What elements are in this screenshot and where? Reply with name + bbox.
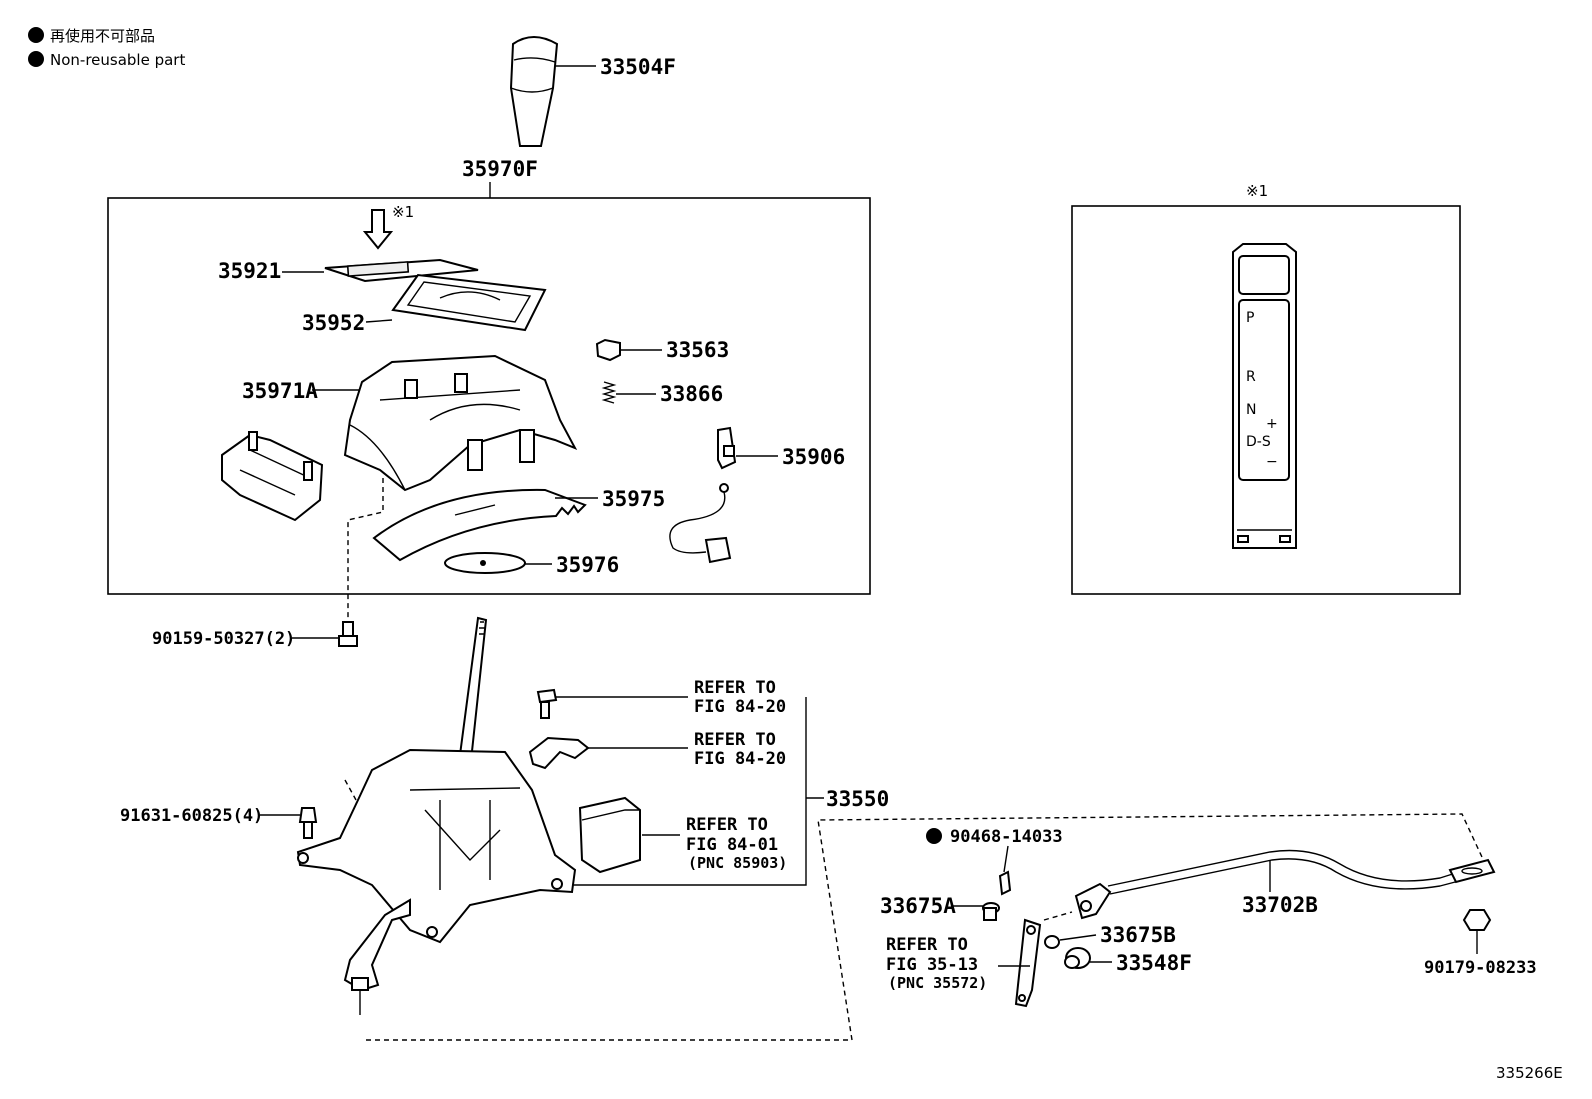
- clip-90468: [998, 870, 1012, 896]
- pin-33675A: [982, 902, 1000, 921]
- switch-bracket: [717, 426, 737, 470]
- shift-arm: [1014, 918, 1042, 1008]
- part-90179: 90179-08233: [1424, 958, 1537, 978]
- part-35976: 35976: [556, 553, 619, 577]
- part-35906: 35906: [782, 445, 845, 469]
- screw-ref1: [536, 688, 558, 719]
- note-mark-arrow: ※1: [392, 203, 414, 221]
- view-arrow: [362, 209, 394, 250]
- bracket-ref2: [528, 736, 590, 770]
- legend-jp: 再使用不可部品: [50, 27, 155, 45]
- ref1-line1: REFER TO: [694, 678, 776, 698]
- ref1-line2: FIG 84-20: [694, 697, 786, 717]
- non-reusable-dot-icon: [28, 27, 44, 43]
- ref3-line2: FIG 84-01: [686, 835, 778, 855]
- gear-r: R: [1246, 369, 1256, 385]
- non-reusable-dot-icon: [28, 51, 44, 67]
- switch-harness: [669, 483, 732, 564]
- gear-plus: +: [1266, 416, 1278, 432]
- ref3-line3: (PNC 85903): [688, 854, 787, 872]
- ref2-line1: REFER TO: [694, 730, 776, 750]
- part-35975: 35975: [602, 487, 665, 511]
- part-33548F: 33548F: [1116, 951, 1192, 975]
- part-33504F: 33504F: [600, 55, 676, 79]
- ref4-line1: REFER TO: [886, 935, 968, 955]
- gear-ds: D-S: [1246, 434, 1271, 450]
- part-35971A: 35971A: [242, 379, 318, 403]
- control-module: [578, 796, 641, 874]
- bezel: [391, 273, 547, 332]
- seal-disc: [444, 552, 526, 574]
- shift-lever-assy: [296, 616, 577, 1015]
- spring: [601, 381, 617, 404]
- gear-minus: −: [1266, 454, 1278, 470]
- ref4-line3: (PNC 35572): [888, 974, 987, 992]
- slide-plate: [372, 488, 587, 562]
- non-reusable-dot-icon: [926, 828, 942, 844]
- indicator-plate-detail: [1232, 243, 1297, 549]
- legend: 再使用不可部品 Non-reusable part: [28, 27, 185, 69]
- down-arrow-icon: [362, 209, 394, 250]
- lock-button: [595, 338, 621, 362]
- legend-en: Non-reusable part: [50, 51, 185, 69]
- part-33550: 33550: [826, 787, 889, 811]
- part-35921: 35921: [218, 259, 281, 283]
- bushing-33548F: [1064, 947, 1091, 969]
- gear-n: N: [1246, 402, 1256, 418]
- part-33866: 33866: [660, 382, 723, 406]
- shift-knob: [509, 36, 596, 147]
- bolt-91631: [298, 807, 318, 839]
- part-33702B: 33702B: [1242, 893, 1318, 917]
- gear-p: P: [1246, 310, 1254, 326]
- ref2-line2: FIG 84-20: [694, 749, 786, 769]
- washer-33675B: [1044, 935, 1060, 949]
- ref3-line1: REFER TO: [686, 815, 768, 835]
- side-cover: [221, 431, 324, 522]
- note-mark-inset: ※1: [1246, 182, 1268, 200]
- shift-housing: [343, 354, 578, 492]
- part-35952: 35952: [302, 311, 365, 335]
- nut-90179: [1462, 909, 1492, 954]
- diagram-code: 335266E: [1496, 1064, 1563, 1082]
- inset-box: [1071, 205, 1461, 595]
- part-33675A: 33675A: [880, 894, 956, 918]
- part-90468: 90468-14033: [950, 827, 1063, 847]
- part-91631: 91631-60825(4): [120, 806, 263, 826]
- bolt-90159: [338, 621, 358, 647]
- part-90159: 90159-50327(2): [152, 629, 295, 649]
- part-35970F: 35970F: [462, 157, 538, 181]
- control-rod: [1074, 849, 1496, 920]
- part-33563: 33563: [666, 338, 729, 362]
- part-33675B: 33675B: [1100, 923, 1176, 947]
- indicator-plate: [324, 258, 479, 283]
- ref4-line2: FIG 35-13: [886, 955, 978, 975]
- console-assy-box: [107, 197, 871, 595]
